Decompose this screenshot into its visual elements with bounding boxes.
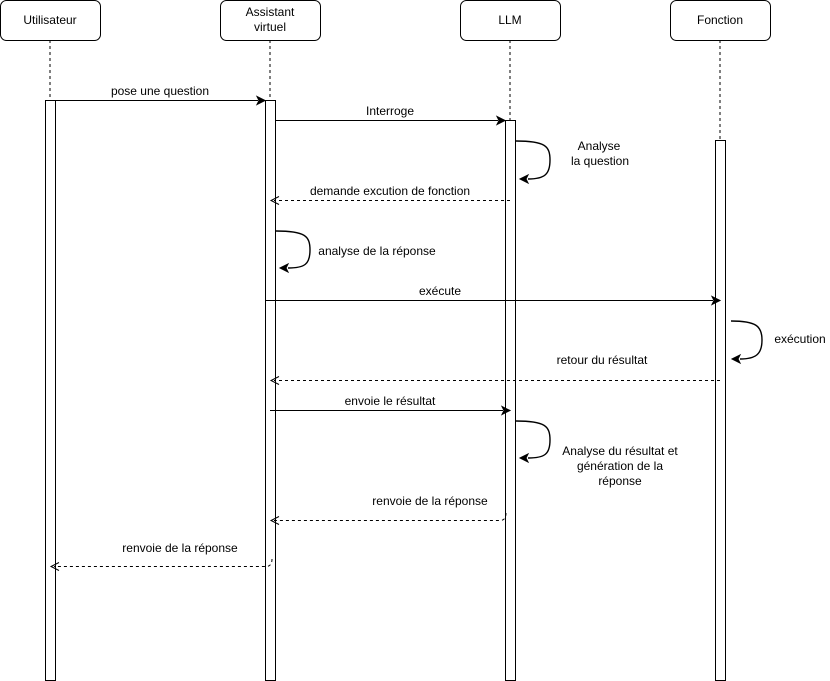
- activation-llm: [505, 120, 516, 681]
- message-pose-question: pose une question: [50, 84, 267, 106]
- actor-llm[interactable]: LLM: [460, 0, 561, 41]
- actor-assistant-label-line2: virtuel: [254, 20, 286, 34]
- actor-assistant[interactable]: Assistant virtuel: [220, 0, 321, 41]
- activation-assistant: [265, 100, 276, 681]
- self-execution-label: exécution: [774, 332, 825, 346]
- message-interroge-label: Interroge: [366, 104, 414, 118]
- message-renvoie-reponse-llm-label: renvoie de la réponse: [372, 494, 488, 508]
- actor-fonction[interactable]: Fonction: [670, 0, 771, 41]
- activation-utilisateur: [45, 100, 56, 681]
- message-interroge: Interroge: [276, 104, 507, 126]
- message-demande-execution-label: demande excution de fonction: [310, 184, 470, 198]
- self-analyse-question-line2: la question: [571, 154, 629, 168]
- message-renvoie-reponse-llm: renvoie de la réponse: [269, 494, 507, 525]
- self-message-analyse-question: Analyse la question: [515, 139, 629, 185]
- message-envoie-resultat-label: envoie le résultat: [345, 394, 436, 408]
- actor-assistant-label-line1: Assistant: [246, 5, 295, 19]
- message-retour-resultat: retour du résultat: [269, 353, 720, 385]
- self-message-execution: exécution: [730, 320, 826, 365]
- self-analyse-reponse-label: analyse de la réponse: [318, 244, 436, 258]
- self-message-analyse-reponse: analyse de la réponse: [275, 230, 436, 274]
- message-renvoie-reponse-user: renvoie de la réponse: [49, 541, 273, 571]
- actor-llm-label: LLM: [498, 13, 521, 27]
- self-analyse-resultat-line3: réponse: [598, 474, 642, 488]
- message-execute: exécute: [265, 284, 722, 306]
- message-retour-resultat-label: retour du résultat: [557, 353, 648, 367]
- self-analyse-question-line1: Analyse: [578, 139, 621, 153]
- self-analyse-resultat-line2: génération de la: [577, 459, 663, 473]
- message-execute-label: exécute: [419, 284, 461, 298]
- activation-fonction: [715, 140, 726, 681]
- self-message-analyse-resultat: Analyse du résultat et génération de la …: [515, 420, 678, 488]
- actor-fonction-label: Fonction: [697, 13, 743, 27]
- message-envoie-resultat: envoie le résultat: [270, 394, 512, 416]
- self-analyse-resultat-line1: Analyse du résultat et: [562, 444, 678, 458]
- actor-utilisateur-label: Utilisateur: [23, 13, 76, 27]
- actor-utilisateur[interactable]: Utilisateur: [0, 0, 101, 41]
- message-demande-execution: demande excution de fonction: [269, 184, 510, 205]
- message-renvoie-reponse-user-label: renvoie de la réponse: [122, 541, 238, 555]
- message-pose-question-label: pose une question: [111, 84, 209, 98]
